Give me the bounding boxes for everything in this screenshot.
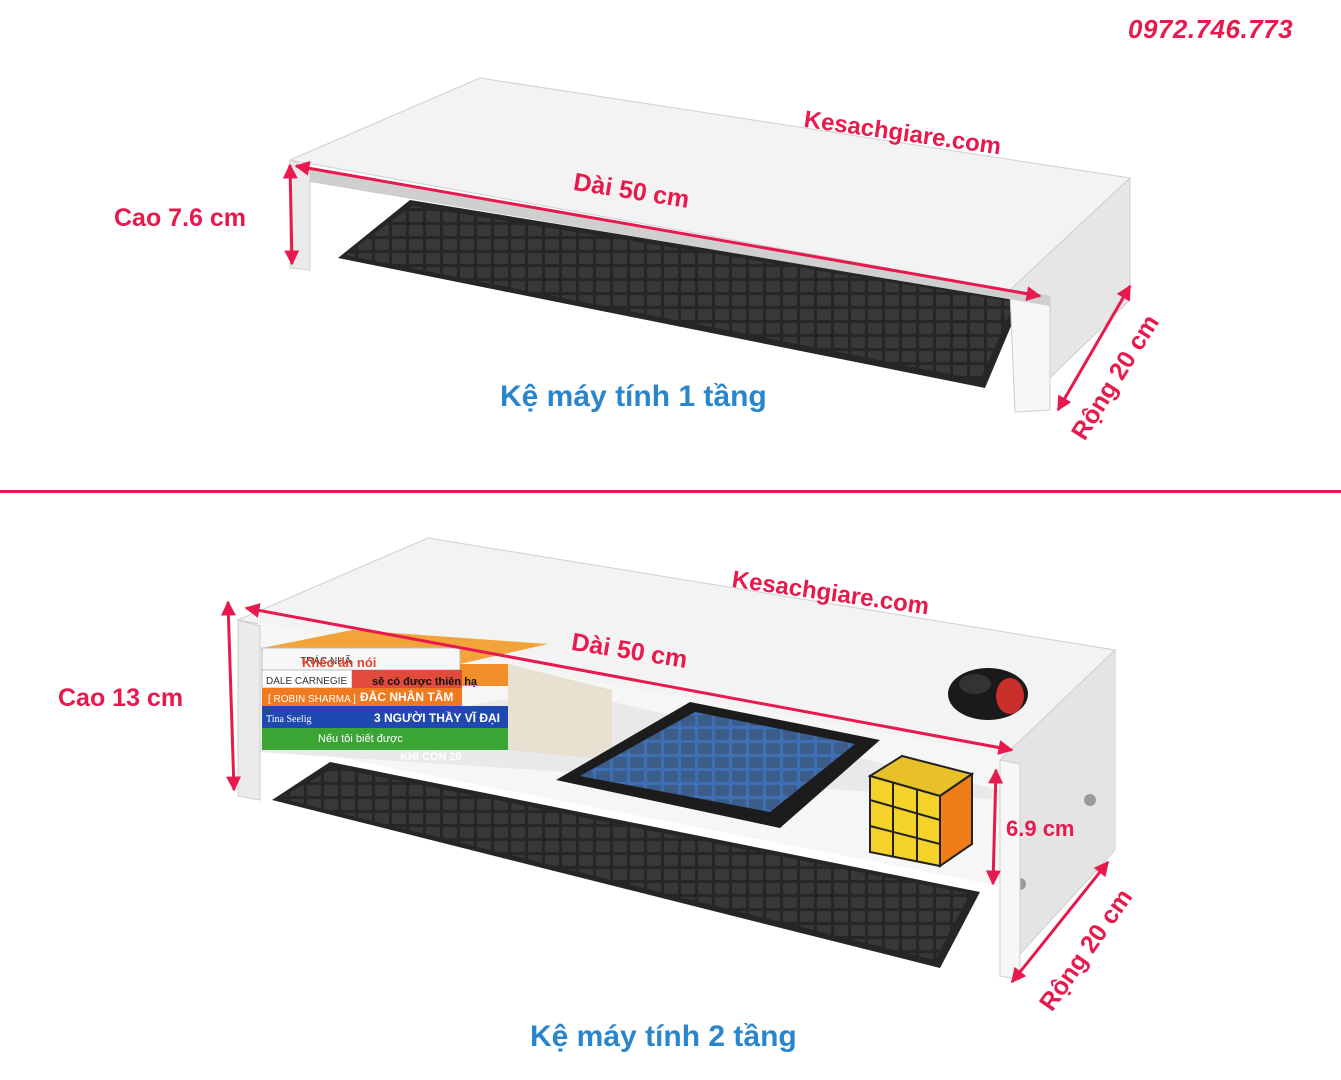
inner-height-label: 6.9 cm xyxy=(1006,816,1075,841)
book-1-title: Khéo ăn nói xyxy=(302,655,376,670)
book-4-author: Tina Seelig xyxy=(266,714,311,725)
mouse-illustration xyxy=(948,668,1028,720)
phone-number: 0972.746.773 xyxy=(1128,14,1294,44)
length-arrow-1 xyxy=(294,160,1042,302)
book-3-title: 3 NGƯỜI THẦY VĨ ĐẠI xyxy=(374,710,500,725)
shelf-1-tier xyxy=(288,77,1132,414)
book-4-subtitle: KHI CÒN 20 xyxy=(400,750,462,763)
book-2-author: DALE CARNEGIE xyxy=(266,676,347,687)
shelf-2-tier: TRÁC NHÃ Khéo ăn nói sẽ có được thiên hạ… xyxy=(236,537,1117,981)
height-arrow-2 xyxy=(220,600,242,792)
height-label-2: Cao 13 cm xyxy=(58,684,184,712)
book-3-author: [ ROBIN SHARMA ] xyxy=(268,694,356,705)
keyboard-illustration-2 xyxy=(272,762,980,968)
rubik-cube-illustration xyxy=(867,754,975,868)
book-4-title: Nếu tôi biết được xyxy=(318,733,403,745)
section-divider xyxy=(0,490,1341,493)
length-arrow-2 xyxy=(244,603,1014,755)
inner-height-arrow xyxy=(985,768,1004,886)
caption-2-tier: Kệ máy tính 2 tầng xyxy=(530,1020,797,1053)
depth-arrow-2 xyxy=(1010,860,1110,984)
book-2-title: ĐẮC NHÂN TÂM xyxy=(360,689,453,704)
book-1-subtitle: sẽ có được thiên hạ xyxy=(372,676,478,688)
height-arrow-1 xyxy=(282,163,300,266)
caption-1-tier: Kệ máy tính 1 tầng xyxy=(500,380,767,413)
height-label-1: Cao 7.6 cm xyxy=(114,204,247,232)
depth-arrow-1 xyxy=(1056,284,1132,412)
